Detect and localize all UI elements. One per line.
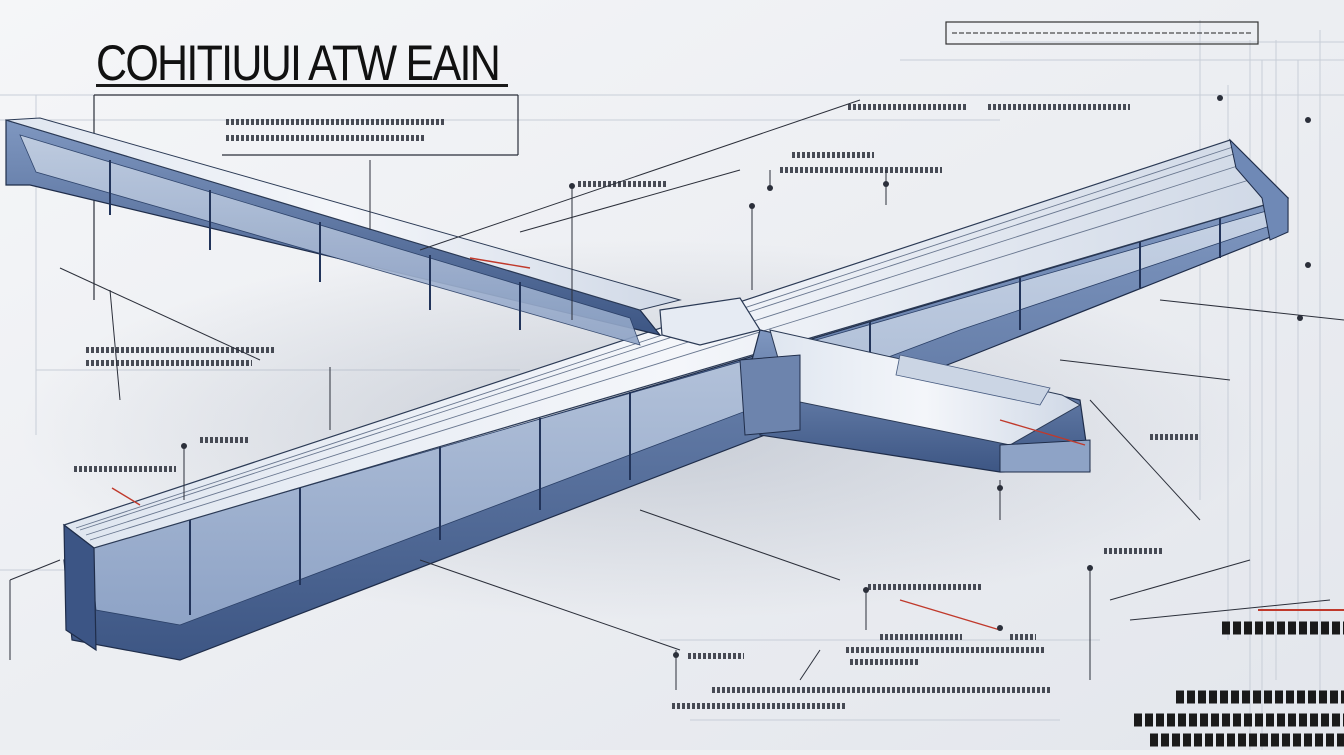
annotation-leaders bbox=[9, 99, 1344, 690]
beam-cross bbox=[5, 117, 1091, 473]
beam-main bbox=[62, 138, 1290, 661]
leader-dots bbox=[181, 95, 1311, 658]
drawing-title: COHITIUUI ATW EAIN bbox=[96, 35, 501, 91]
accent-lines bbox=[111, 257, 1086, 631]
annotation-text-blocks bbox=[74, 104, 1198, 709]
caption-block bbox=[945, 21, 1259, 45]
title-rule bbox=[96, 84, 508, 87]
stamp-text-blocks bbox=[1134, 621, 1344, 747]
